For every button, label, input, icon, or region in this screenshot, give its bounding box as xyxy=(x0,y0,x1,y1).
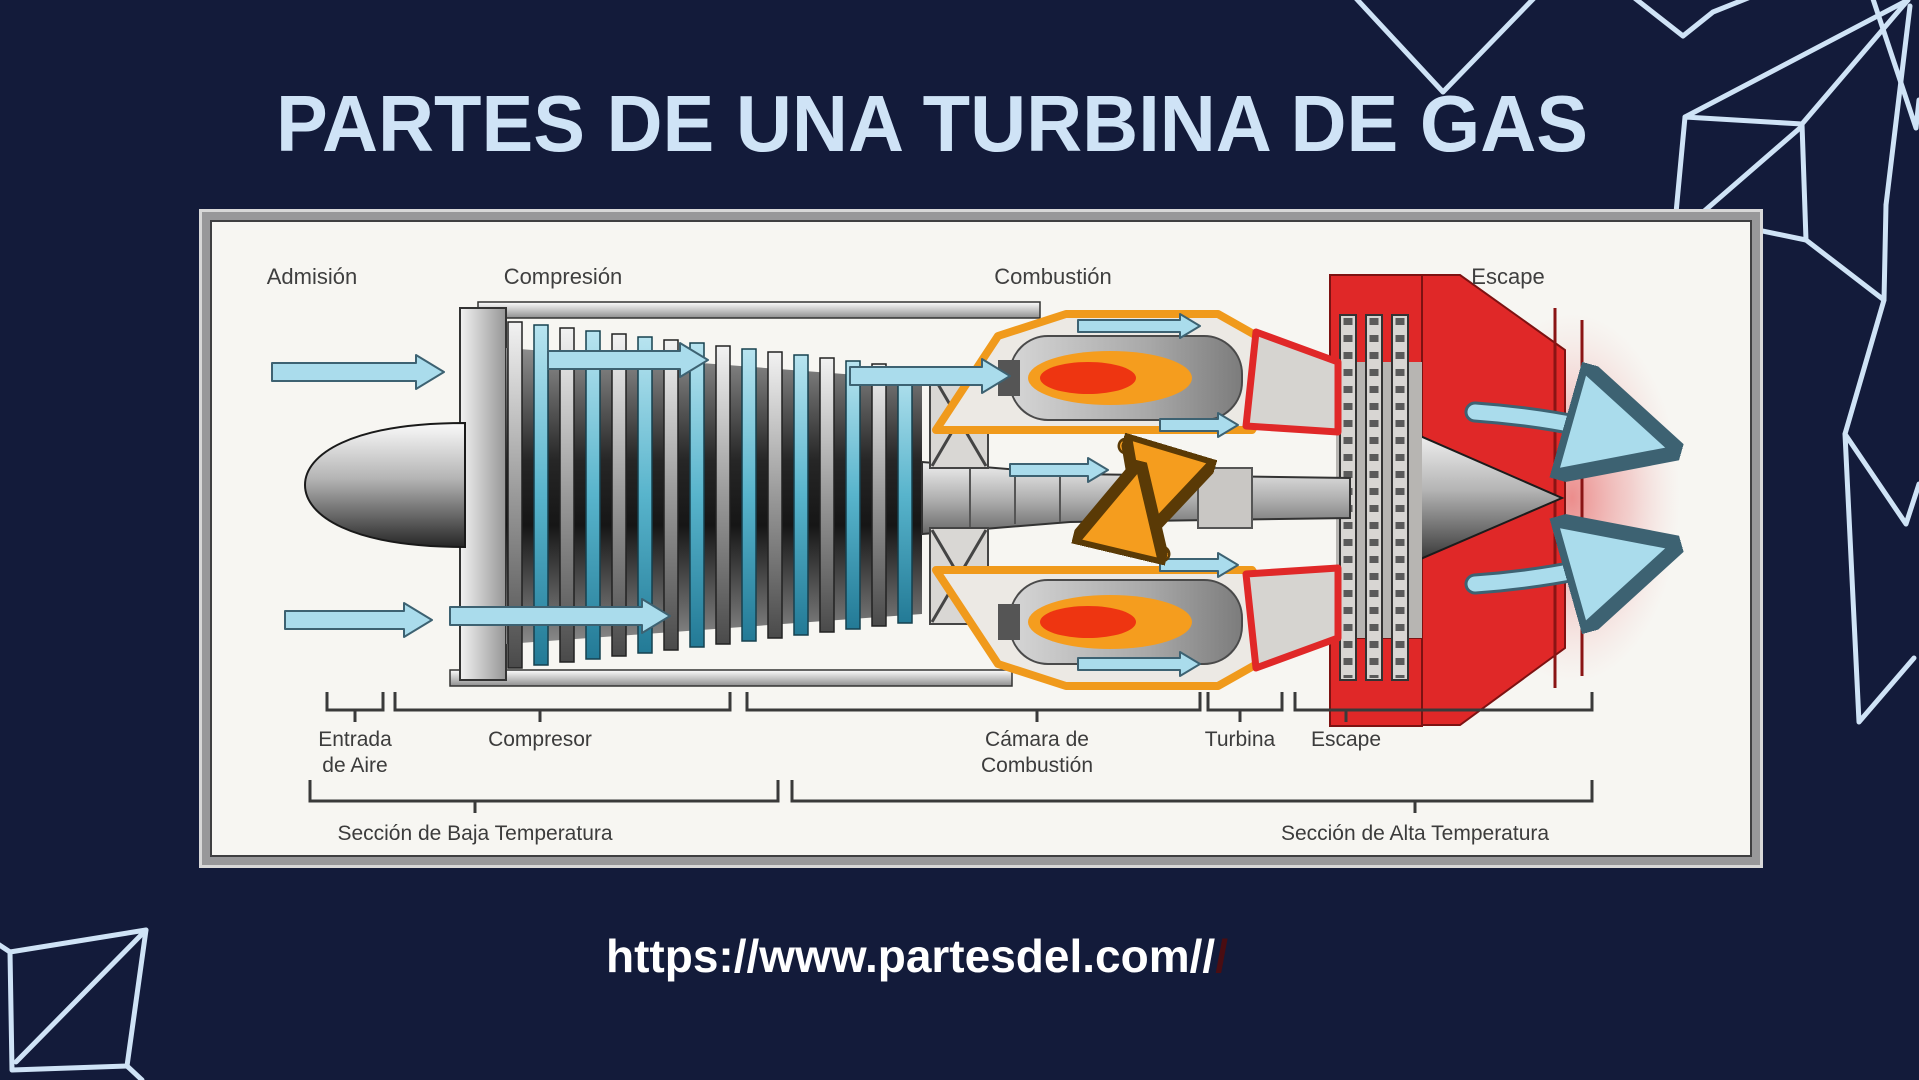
exhaust-exit-arrows xyxy=(1464,412,1638,584)
label-escape-bottom: Escape xyxy=(1311,728,1381,751)
intake-nose-cone xyxy=(303,421,466,549)
section-brackets xyxy=(308,780,1594,813)
source-url-main: https://www.partesdel.com// xyxy=(606,930,1216,982)
turbine-diagram-panel: Admisión Compresión Combustión Escape En… xyxy=(199,209,1763,868)
label-entrada-de-aire-line2: de Aire xyxy=(322,754,387,777)
label-escape-top: Escape xyxy=(1471,264,1544,289)
turbine-transition-ducts xyxy=(1242,328,1342,672)
source-url-tail-slash: / xyxy=(1215,930,1228,982)
label-entrada-de-aire-line1: Entrada xyxy=(318,728,392,751)
airflow-arrows xyxy=(271,313,1239,677)
compressor-rotor xyxy=(506,321,922,669)
fuel-swirl-arrows xyxy=(1126,446,1162,554)
source-url: https://www.partesdel.com/// xyxy=(0,929,1834,983)
gas-turbine-cutaway-illustration: Admisión Compresión Combustión Escape En… xyxy=(267,264,1752,845)
label-camara-line2: Combustión xyxy=(981,754,1093,777)
label-turbina: Turbina xyxy=(1205,728,1276,751)
label-admision: Admisión xyxy=(267,264,357,289)
label-compresion: Compresión xyxy=(504,264,623,289)
label-seccion-baja-temperatura: Sección de Baja Temperatura xyxy=(337,822,612,845)
part-brackets xyxy=(325,692,1594,722)
label-camara-line1: Cámara de xyxy=(985,728,1089,751)
page-title: PARTES DE UNA TURBINA DE GAS xyxy=(275,79,1589,168)
label-seccion-alta-temperatura: Sección de Alta Temperatura xyxy=(1281,822,1549,845)
combustion-chamber-top xyxy=(932,310,1282,434)
label-compresor: Compresor xyxy=(488,728,592,751)
label-combustion: Combustión xyxy=(994,264,1111,289)
